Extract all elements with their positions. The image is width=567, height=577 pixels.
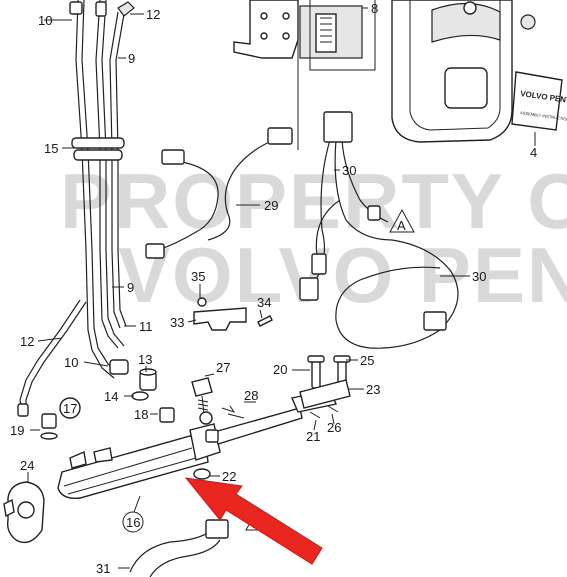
callout-11: 11 xyxy=(139,319,153,334)
callout-19: 19 xyxy=(10,423,24,438)
electrical-cable-29 xyxy=(145,127,293,259)
callout-28: 28 xyxy=(244,388,258,403)
red-pointer-arrow xyxy=(184,477,323,565)
piston-rod xyxy=(213,407,303,445)
callout-17: 17 xyxy=(63,401,77,416)
rod-end-yoke xyxy=(299,355,351,419)
callout-12: 12 xyxy=(146,7,160,22)
callout-labels: 10 12 9 8 15 30 29 4 9 30 35 34 33 12 11… xyxy=(10,1,537,576)
end-mount-24 xyxy=(3,481,45,544)
callout-25: 25 xyxy=(360,353,374,368)
callout-34: 34 xyxy=(257,295,271,310)
callout-27: 27 xyxy=(216,360,230,375)
watermark-line1: PROPERTY OF xyxy=(60,157,567,245)
hydraulic-hose-assembly xyxy=(17,0,135,417)
callout-13: 13 xyxy=(138,352,152,367)
control-unit-housing xyxy=(391,0,536,143)
callout-24: 24 xyxy=(20,458,34,473)
clamp-bracket-33 xyxy=(193,297,273,331)
callout-9-lower: 9 xyxy=(127,280,134,295)
callout-8: 8 xyxy=(371,1,378,16)
callout-15: 15 xyxy=(44,141,58,156)
callout-23: 23 xyxy=(366,382,380,397)
watermark-line2: VOLVO PENTA xyxy=(118,231,567,319)
callout-14: 14 xyxy=(104,389,118,404)
marker-a-label: A xyxy=(397,218,406,233)
callout-9: 9 xyxy=(128,51,135,66)
callout-18: 18 xyxy=(134,407,148,422)
triangle-marker-a: A xyxy=(389,208,415,233)
hydraulic-cylinder xyxy=(57,389,337,499)
callout-12-lower: 12 xyxy=(20,334,34,349)
callout-29: 29 xyxy=(264,198,278,213)
leader-lines xyxy=(27,7,470,569)
callout-30-lower: 30 xyxy=(472,269,486,284)
sticker-subtext: ASSEMBLY INSTRUCTION xyxy=(520,110,567,122)
callout-21: 21 xyxy=(306,429,320,444)
hose-clamp xyxy=(71,137,125,149)
callout-4: 4 xyxy=(530,145,537,160)
callout-16-circle xyxy=(122,511,144,533)
callout-10-lower: 10 xyxy=(64,355,78,370)
small-fittings xyxy=(40,368,175,440)
callout-30: 30 xyxy=(342,163,356,178)
bolt-27-assembly xyxy=(191,377,245,480)
callout-16: 16 xyxy=(126,515,140,530)
callout-31: 31 xyxy=(96,561,110,576)
electrical-cable-31 xyxy=(129,519,229,577)
callout-22: 22 xyxy=(222,469,236,484)
callout-17-circle xyxy=(59,397,81,419)
callout-26: 26 xyxy=(327,420,341,435)
wiring-harness-30 xyxy=(299,111,459,349)
callout-10: 10 xyxy=(38,13,52,28)
callout-35: 35 xyxy=(191,269,205,284)
callout-20: 20 xyxy=(273,362,287,377)
callout-33: 33 xyxy=(170,315,184,330)
brand-sticker: VOLVO PENTA ASSEMBLY INSTRUCTION xyxy=(511,71,567,131)
mounting-bracket xyxy=(233,0,376,150)
